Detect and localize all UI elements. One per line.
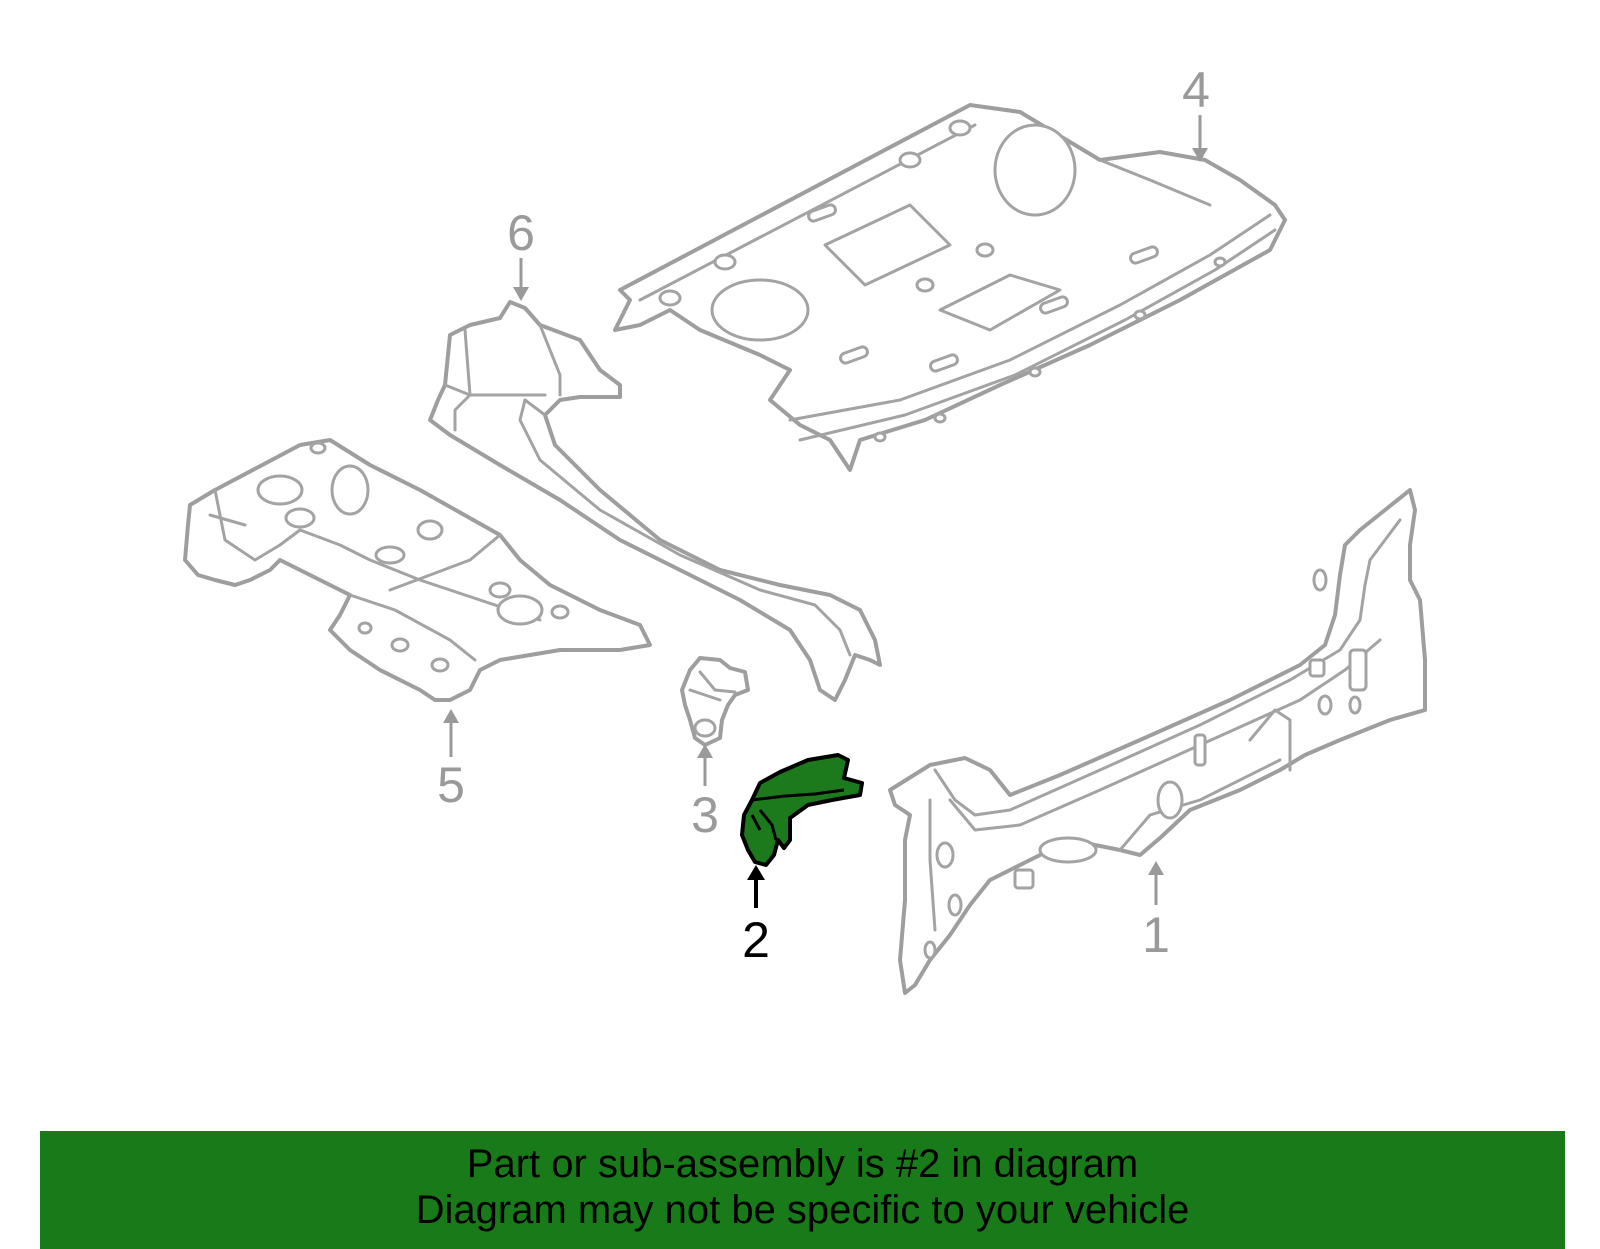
callout-label-2: 2 bbox=[742, 912, 770, 968]
banner-line-part-number: Part or sub-assembly is #2 in diagram bbox=[466, 1142, 1139, 1186]
part-4-package-tray[interactable] bbox=[613, 103, 1287, 472]
callout-6: 6 bbox=[507, 205, 535, 301]
parts-diagram: 4 6 5 3 2 1 bbox=[183, 62, 1427, 995]
part-5-rear-floor[interactable] bbox=[183, 438, 652, 702]
banner-line-disclaimer: Diagram may not be specific to your vehi… bbox=[415, 1188, 1190, 1232]
callout-2: 2 bbox=[742, 865, 770, 968]
callout-label-5: 5 bbox=[437, 757, 465, 813]
info-banner: Part or sub-assembly is #2 in diagram Di… bbox=[40, 1131, 1565, 1249]
callout-label-6: 6 bbox=[507, 205, 535, 261]
part-6-shelf-brace[interactable] bbox=[428, 300, 882, 702]
part-3-bracket[interactable] bbox=[680, 656, 750, 747]
callout-label-1: 1 bbox=[1142, 907, 1170, 963]
callout-1: 1 bbox=[1142, 861, 1170, 963]
callout-label-4: 4 bbox=[1182, 62, 1210, 118]
callout-3: 3 bbox=[691, 744, 719, 843]
part-1-quarter-inner[interactable] bbox=[888, 488, 1427, 995]
callout-5: 5 bbox=[437, 709, 465, 813]
part-2-highlighted[interactable] bbox=[740, 753, 864, 867]
callout-label-3: 3 bbox=[691, 787, 719, 843]
callout-4: 4 bbox=[1182, 62, 1210, 162]
